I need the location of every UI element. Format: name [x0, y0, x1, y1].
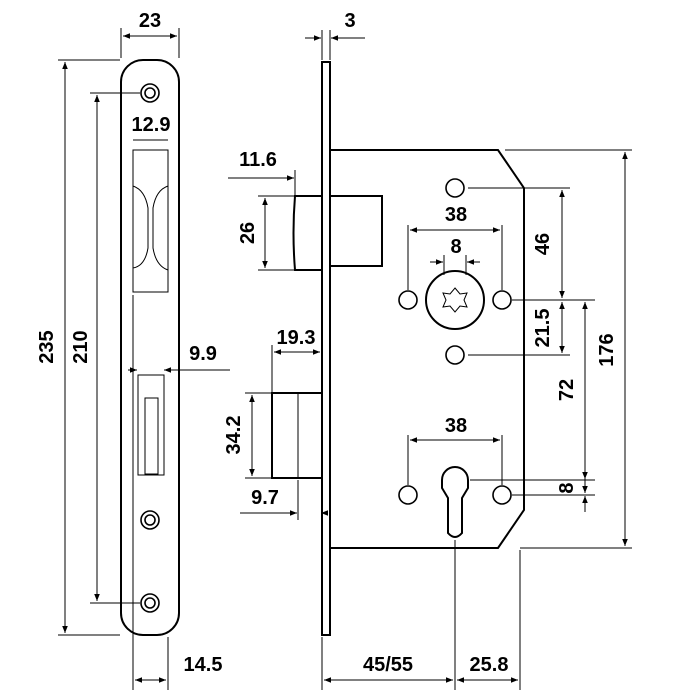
dimension-labels: 23 3 235 210 12.9 11.6 26 9.9 19.3 34.2 … — [36, 10, 618, 676]
cylinder-cutout — [441, 466, 469, 538]
follower-left-hole — [398, 290, 418, 310]
dim-faceplate-width: 23 — [139, 10, 161, 32]
faceplate-view — [120, 59, 180, 636]
latch-bevel — [292, 195, 323, 271]
dim-fixing-hole-spacing: 210 — [70, 330, 92, 363]
dim-forend-thickness: 3 — [344, 10, 355, 32]
dim-latch-offset: 12.9 — [132, 114, 171, 136]
latch-tongue-body — [329, 195, 383, 267]
dim-bolt-inset: 9.7 — [251, 487, 279, 509]
upper-screw-hole — [445, 178, 465, 198]
dim-upper-vertical: 46 — [532, 233, 554, 255]
dim-bolt-projection: 19.3 — [277, 327, 316, 349]
bolt-window-inner — [144, 397, 159, 475]
dim-faceplate-length: 235 — [36, 330, 58, 363]
latch-window — [132, 149, 169, 293]
dim-body-height: 176 — [596, 333, 618, 366]
bolt-window — [137, 374, 165, 476]
deadbolt — [271, 392, 323, 479]
center-hole — [445, 345, 465, 365]
follower-right-hole — [492, 290, 512, 310]
dim-bolt-offset: 9.9 — [189, 343, 217, 365]
dim-lower-hole-spacing: 38 — [445, 415, 467, 437]
bottom-fixing-hole-inner — [144, 597, 156, 609]
cylinder-left-hole — [398, 485, 418, 505]
dim-centre-distance: 72 — [556, 379, 578, 401]
dim-follower-to-center: 21.5 — [532, 309, 554, 348]
follower-hub — [425, 270, 485, 330]
follower-star — [442, 287, 468, 313]
forend-plate — [321, 61, 331, 636]
dim-follower-square: 8 — [450, 236, 461, 258]
dim-bottom-offset: 14.5 — [184, 654, 223, 676]
cylinder-right-hole — [492, 485, 512, 505]
faceplate-outline — [120, 59, 180, 636]
dim-cylinder-to-edge: 25.8 — [470, 654, 509, 676]
dim-latch-projection: 11.6 — [239, 149, 277, 171]
dim-backset: 45/55 — [363, 654, 413, 676]
mid-fixing-hole-inner — [144, 514, 156, 526]
dim-latch-height: 26 — [237, 222, 259, 244]
dim-cylinder-offset: 8 — [556, 482, 578, 493]
top-fixing-hole-inner — [144, 87, 156, 99]
lock-body-view — [271, 61, 525, 636]
dim-upper-hole-spacing: 38 — [445, 204, 467, 226]
dimension-lines — [58, 28, 632, 690]
dim-bolt-height: 34.2 — [223, 416, 245, 455]
